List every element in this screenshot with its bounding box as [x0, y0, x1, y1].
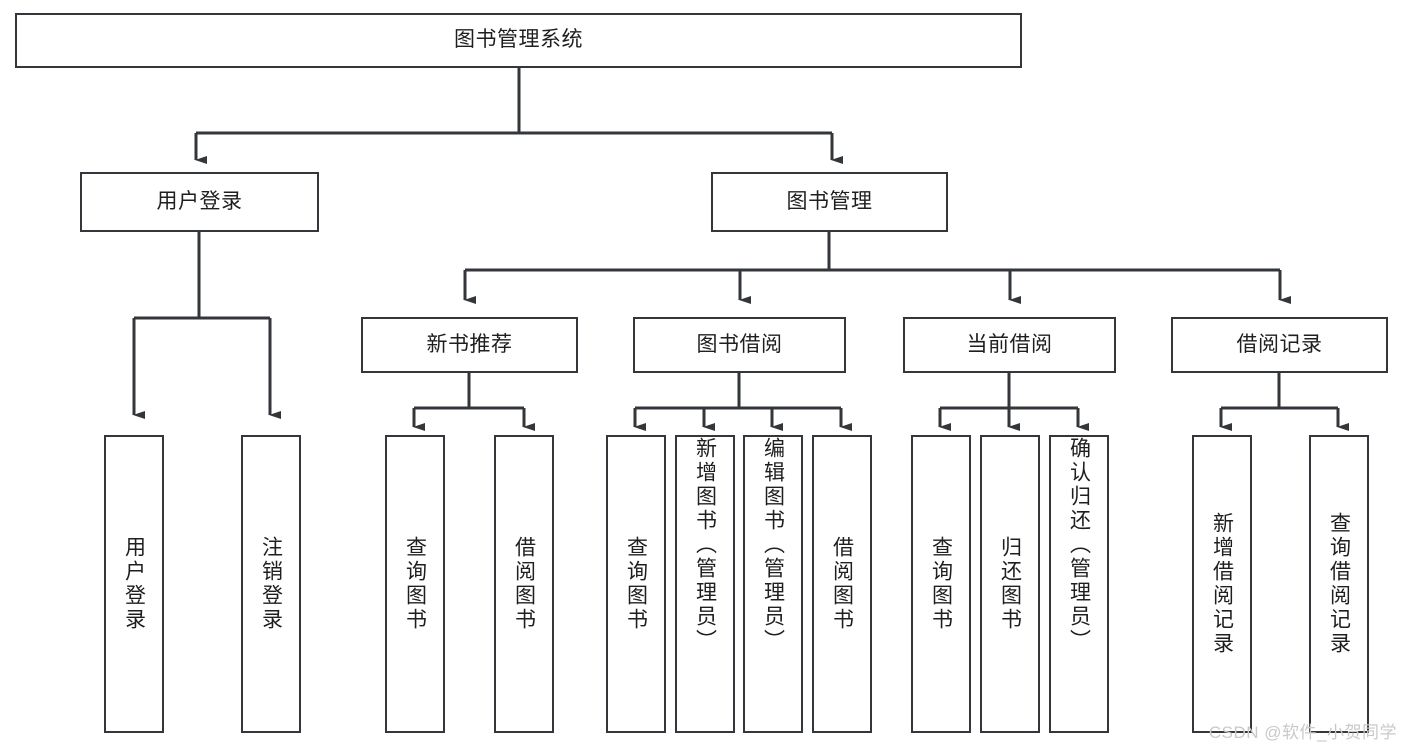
leaf-logout[interactable]: 注销登录 — [241, 435, 301, 733]
leaf-add-book-admin[interactable]: 新增图书（管理员） — [675, 435, 735, 733]
leaf-add-borrow-record[interactable]: 新增借阅记录 — [1192, 435, 1252, 733]
leaf-return-book[interactable]: 归还图书 — [980, 435, 1040, 733]
node-current-borrow[interactable]: 当前借阅 — [903, 317, 1116, 373]
watermark-text: CSDN @软件_小贺同学 — [1208, 723, 1397, 742]
node-label: 归还图书 — [998, 536, 1022, 632]
node-label: 用户登录 — [156, 189, 243, 213]
leaf-query-book-current[interactable]: 查询图书 — [911, 435, 971, 733]
node-root-book-management-system[interactable]: 图书管理系统 — [15, 13, 1022, 68]
node-borrow-record[interactable]: 借阅记录 — [1171, 317, 1388, 373]
node-label: 查询图书 — [403, 536, 427, 632]
leaf-query-borrow-record[interactable]: 查询借阅记录 — [1309, 435, 1369, 733]
node-label: 图书管理 — [786, 189, 873, 213]
node-label: 新书推荐 — [426, 332, 513, 356]
leaf-borrow-book[interactable]: 借阅图书 — [812, 435, 872, 733]
leaf-borrow-book-recommend[interactable]: 借阅图书 — [494, 435, 554, 733]
node-label: 确认归还（管理员） — [1067, 437, 1091, 653]
node-new-book-recommend[interactable]: 新书推荐 — [361, 317, 578, 373]
node-label: 借阅图书 — [512, 536, 536, 632]
node-label: 用户登录 — [122, 536, 146, 632]
node-label: 图书借阅 — [696, 332, 783, 356]
leaf-confirm-return-admin[interactable]: 确认归还（管理员） — [1049, 435, 1109, 733]
node-label: 借阅图书 — [830, 536, 854, 632]
leaf-user-login[interactable]: 用户登录 — [104, 435, 164, 733]
node-label: 查询图书 — [624, 536, 648, 632]
node-user-login[interactable]: 用户登录 — [80, 172, 319, 232]
node-label: 借阅记录 — [1236, 332, 1323, 356]
leaf-query-book-recommend[interactable]: 查询图书 — [385, 435, 445, 733]
node-label: 查询图书 — [929, 536, 953, 632]
node-label: 查询借阅记录 — [1327, 512, 1351, 656]
node-label: 当前借阅 — [966, 332, 1053, 356]
node-label: 新增图书（管理员） — [693, 437, 717, 653]
leaf-query-book-borrow[interactable]: 查询图书 — [606, 435, 666, 733]
node-label: 编辑图书（管理员） — [761, 437, 785, 653]
node-label: 图书管理系统 — [454, 28, 583, 52]
leaf-edit-book-admin[interactable]: 编辑图书（管理员） — [743, 435, 803, 733]
node-label: 新增借阅记录 — [1210, 512, 1234, 656]
node-book-borrow[interactable]: 图书借阅 — [633, 317, 846, 373]
node-book-management[interactable]: 图书管理 — [711, 172, 948, 232]
node-label: 注销登录 — [259, 536, 283, 632]
